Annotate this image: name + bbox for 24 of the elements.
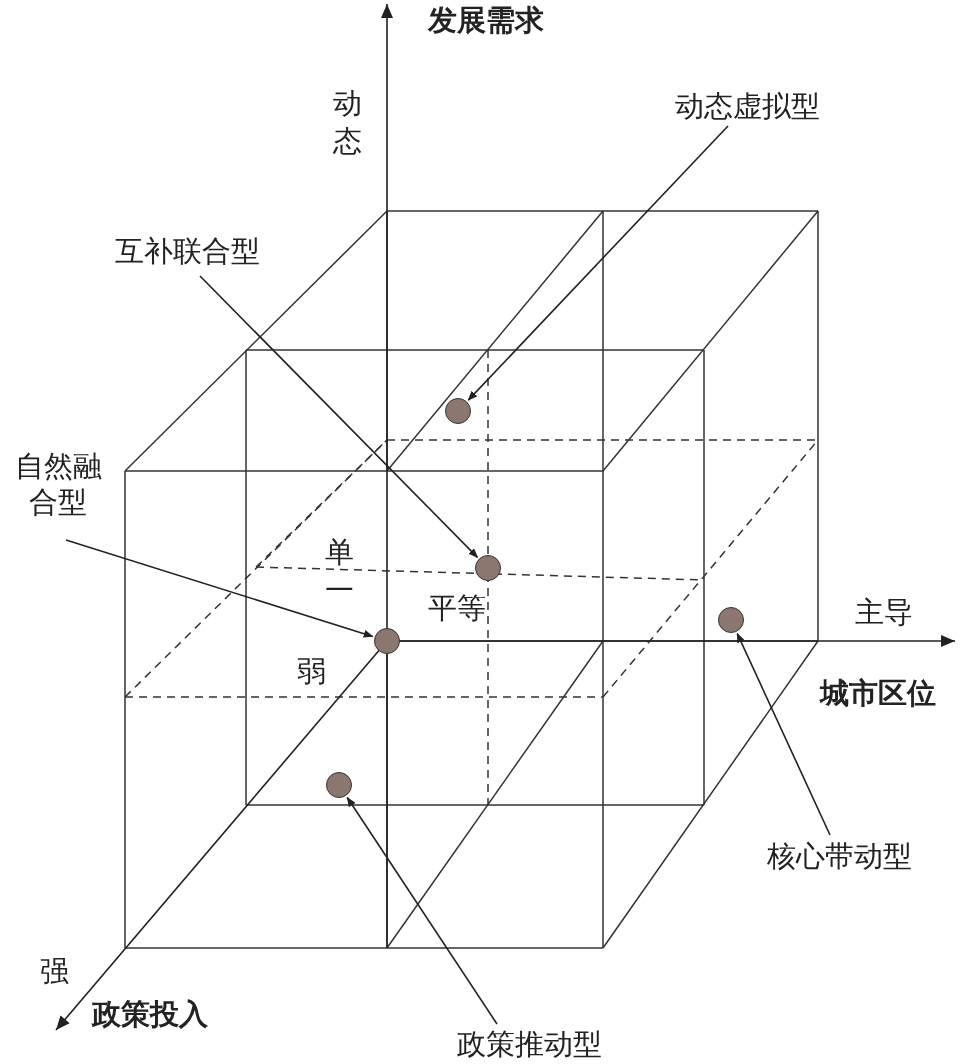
axis-title: 政策投入 <box>92 996 208 1032</box>
axis-title: 城市区位 <box>820 675 936 711</box>
leader-arrow <box>736 632 831 836</box>
type-label: 政策推动型 <box>432 1026 627 1062</box>
leader-arrow <box>346 796 498 1025</box>
leader-arrow <box>467 125 729 401</box>
dot-marker <box>718 607 744 633</box>
leader-arrow <box>65 539 374 638</box>
dot-marker <box>374 628 400 654</box>
leader-arrow <box>199 275 479 559</box>
type-label: 核心带动型 <box>742 838 937 874</box>
axis-title: 发展需求 <box>428 2 544 38</box>
type-label: 互补联合型 <box>92 233 282 269</box>
dot-marker <box>475 555 501 581</box>
dot-marker <box>326 772 352 798</box>
type-label: 自然融合型 <box>2 448 114 520</box>
axis-end-label: 弱 <box>297 653 326 689</box>
axis-end-label: 平等 <box>428 590 486 626</box>
axis-end-label: 强 <box>40 953 69 989</box>
type-label: 动态虚拟型 <box>652 88 842 124</box>
axis-end-label: 单一 <box>325 534 355 609</box>
axis-end-label: 主导 <box>855 594 913 630</box>
axis-end-label: 动态 <box>333 85 363 160</box>
dot-marker <box>445 398 471 424</box>
